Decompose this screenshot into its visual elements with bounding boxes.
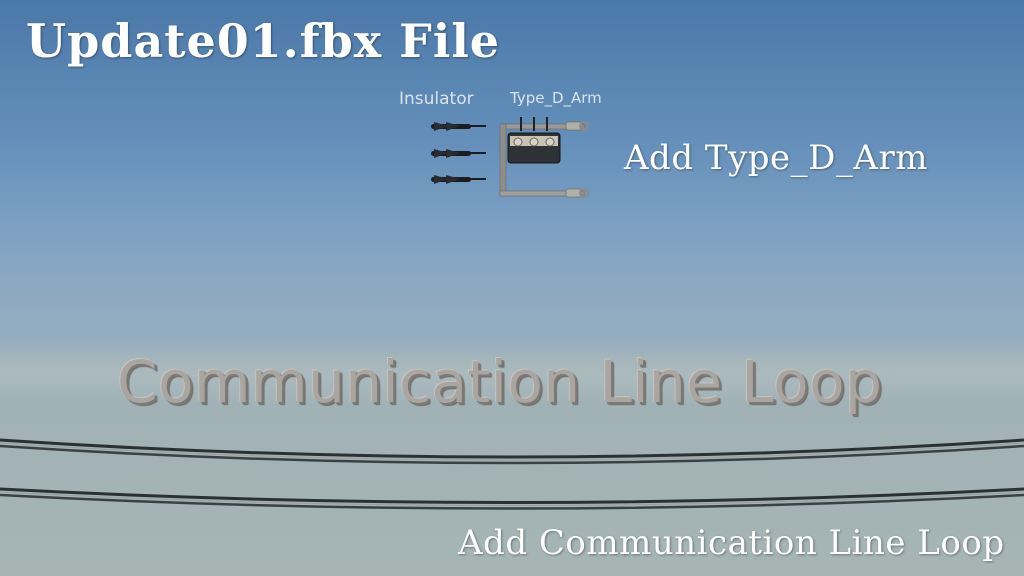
communication-line-upper <box>0 438 1024 465</box>
horizon-haze <box>0 345 1024 405</box>
caption-add-loop: Add Communication Line Loop <box>458 523 1005 563</box>
insulator-model-3 <box>431 175 486 184</box>
type-d-arm-label: Type_D_Arm <box>510 89 602 107</box>
insulator-model-1 <box>431 122 486 131</box>
insulator-label: Insulator <box>399 89 474 109</box>
communication-line-loop-3d-text: Communication Line Loop <box>117 348 883 416</box>
page-title: Update01.fbx File <box>26 14 501 68</box>
caption-add-arm: Add Type_D_Arm <box>624 138 928 178</box>
insulator-model-2 <box>431 149 486 158</box>
communication-line-lower <box>0 487 1024 510</box>
type-d-arm-model <box>499 117 589 198</box>
